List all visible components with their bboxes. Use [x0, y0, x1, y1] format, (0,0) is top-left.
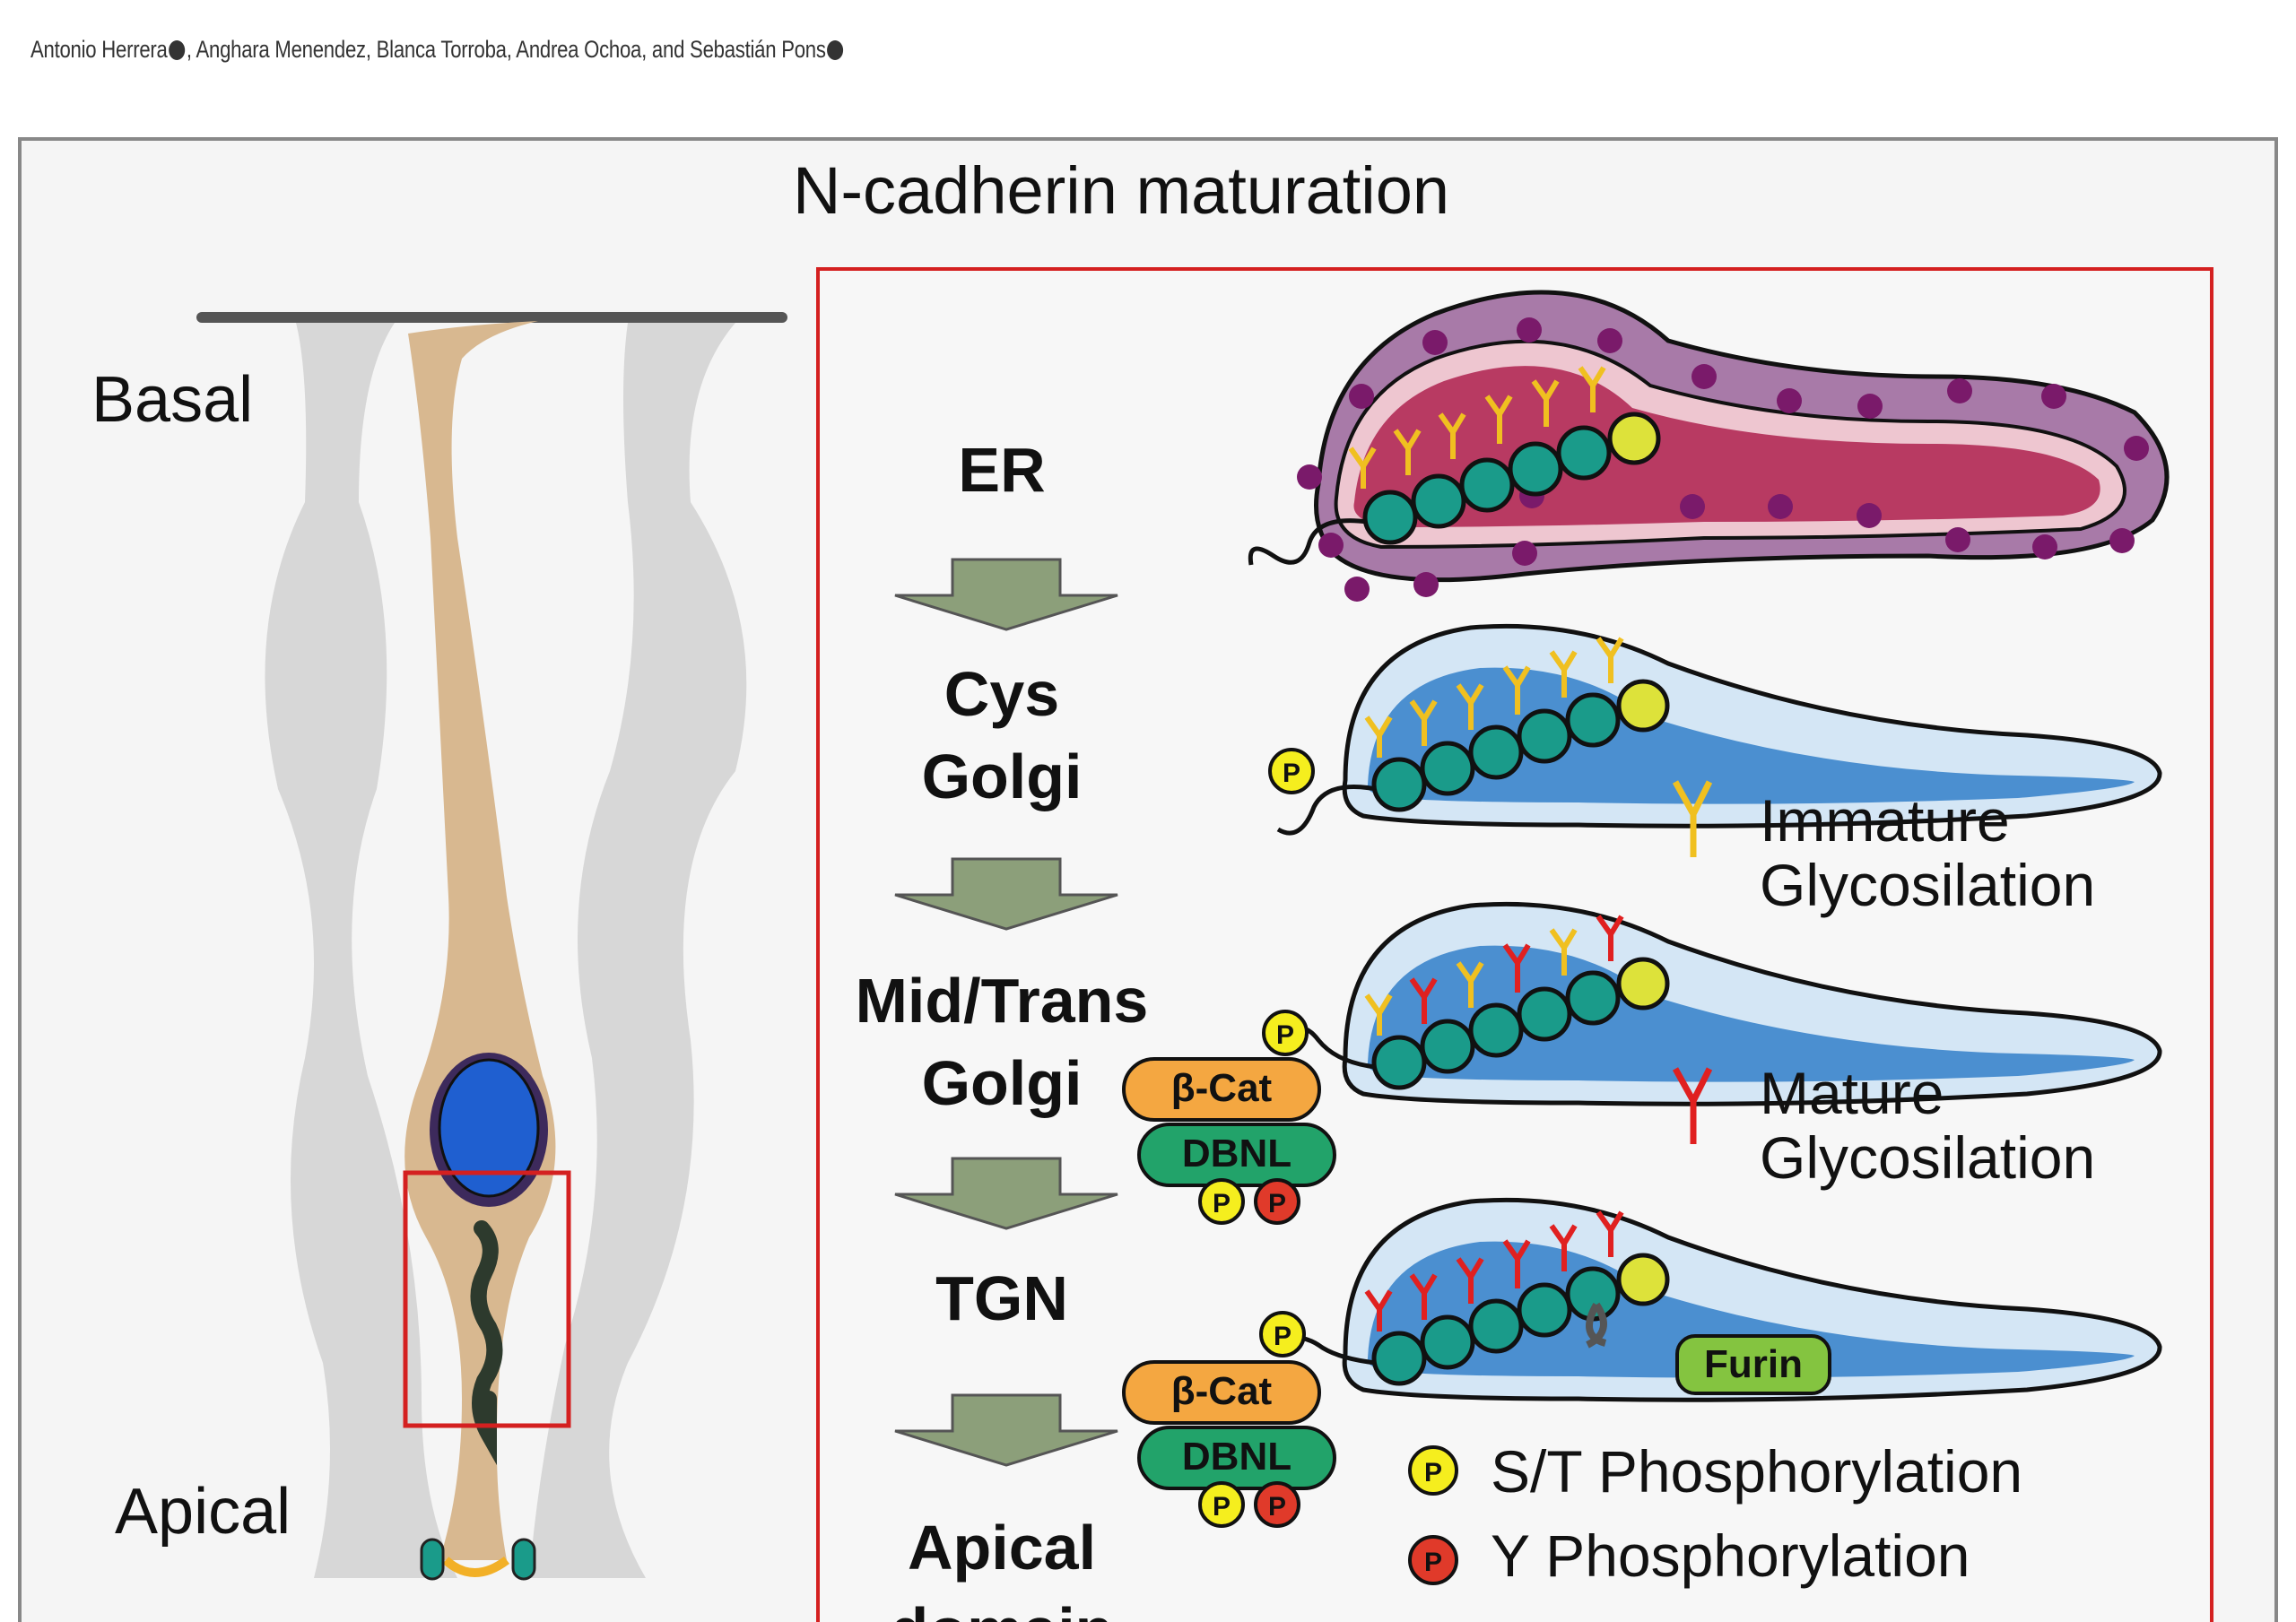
st-phosphorylation-icon: [1198, 1481, 1245, 1528]
phospho-label: P: [1213, 1189, 1231, 1219]
nucleus: [438, 1058, 540, 1198]
neuroepithelium-diagram: Basal Apical: [91, 312, 787, 1581]
cytoplasmic-tail: [1248, 518, 1368, 566]
immature-glycans: [1364, 928, 1578, 1036]
st-phosphorylation-icon: [1198, 1178, 1245, 1225]
y-phosphorylation-legend-icon: [1408, 1535, 1458, 1585]
furin-label: Furin: [1704, 1342, 1803, 1386]
figure-title: N-cadherin maturation: [793, 153, 1449, 228]
orcid-icon[interactable]: [169, 40, 186, 60]
y-phosphorylation-icon: [1254, 1481, 1300, 1528]
golgi-tgn: P Furin β-Cat DBNL P P: [1122, 1197, 2162, 1528]
stage-mid-trans: Mid/Trans: [856, 966, 1149, 1036]
stage-tgn: TGN: [935, 1263, 1068, 1333]
legend-immature-line1: Immature: [1760, 787, 2010, 854]
stage-cys-golgi: Golgi: [922, 742, 1083, 811]
golgi-ribbon: [470, 1220, 503, 1466]
phospho-label: P: [1424, 1548, 1442, 1577]
beta-catenin-label: β-Cat: [1171, 1066, 1273, 1110]
mature-glycan-icon: [1672, 1067, 1713, 1144]
cis-golgi-lumen: [1367, 667, 2135, 804]
beta-catenin-badge: [1122, 1360, 1321, 1425]
y-phosphorylation-icon: [1254, 1178, 1300, 1225]
immature-glycans: [1364, 637, 1624, 758]
legend-y-phosphorylation: Y Phosphorylation: [1491, 1522, 1970, 1589]
neighbor-cell-right: [529, 323, 747, 1578]
author-name: Antonio Herrera: [30, 36, 168, 63]
golgi-cis: P: [1268, 623, 2162, 836]
stage-apical-domain: domain: [891, 1595, 1114, 1622]
legend-mature-line1: Mature: [1760, 1060, 1944, 1126]
highlighted-cell: [404, 321, 556, 1560]
phospho-label: P: [1213, 1492, 1231, 1522]
mid-golgi-lumen: [1367, 945, 2135, 1082]
basal-label: Basal: [91, 364, 253, 436]
cytoplasmic-tail: [1276, 785, 1377, 836]
orcid-icon[interactable]: [827, 40, 844, 60]
stage-cys: Cys: [944, 659, 1059, 729]
phospho-label: P: [1424, 1458, 1442, 1488]
st-phosphorylation-icon: [1259, 1311, 1306, 1357]
author-names: , Anghara Menendez, Blanca Torroba, Andr…: [186, 36, 826, 63]
neighbor-cell-left: [265, 323, 457, 1578]
er-compartment: [1248, 290, 2170, 602]
scissors-icon: [1586, 1302, 1607, 1349]
stage-mid-trans-golgi: Golgi: [922, 1048, 1083, 1118]
dbnl-label: DBNL: [1182, 1132, 1292, 1175]
apical-junction: [442, 1556, 510, 1577]
immature-glycan-icon: [1672, 780, 1713, 857]
apical-label: Apical: [115, 1476, 291, 1548]
furin-badge: [1675, 1334, 1831, 1395]
stage-apical: Apical: [908, 1513, 1096, 1583]
golgi-mid-trans: P β-Cat DBNL P P: [1122, 901, 2162, 1225]
phospho-label: P: [1276, 1020, 1294, 1050]
highlight-box: [403, 1170, 571, 1428]
st-phosphorylation-icon: [1262, 1010, 1309, 1056]
beta-catenin-badge: [1122, 1057, 1321, 1122]
phospho-label: P: [1268, 1492, 1286, 1522]
junction-cadherin-right: [511, 1538, 536, 1581]
ribosomes: [1297, 317, 2149, 602]
legend-immature-line2: Glycosilation: [1760, 852, 2095, 918]
stage-er: ER: [958, 435, 1045, 505]
st-phosphorylation-icon: [1268, 748, 1315, 794]
tgn-lumen: [1367, 1241, 2135, 1378]
phospho-label: P: [1268, 1189, 1286, 1219]
legend: Immature Glycosilation Mature Glycosilat…: [1408, 780, 2095, 1589]
stage-labels: ER Cys Golgi Mid/Trans Golgi TGN Apical …: [856, 435, 1149, 1622]
legend-st-phosphorylation: S/T Phosphorylation: [1491, 1438, 2022, 1505]
junction-cadherin-left: [420, 1538, 445, 1581]
st-phosphorylation-legend-icon: [1408, 1445, 1458, 1496]
legend-mature-line2: Glycosilation: [1760, 1124, 2095, 1191]
beta-catenin-label: β-Cat: [1171, 1369, 1273, 1413]
dbnl-label: DBNL: [1182, 1435, 1292, 1479]
mature-glycans: [1409, 915, 1624, 1024]
phospho-label: P: [1283, 759, 1300, 788]
immature-glycans: [1348, 366, 1606, 489]
mature-glycans: [1364, 1210, 1624, 1331]
phospho-label: P: [1274, 1322, 1292, 1351]
author-list: Antonio Herrera , Anghara Menendez, Blanc…: [30, 36, 845, 64]
